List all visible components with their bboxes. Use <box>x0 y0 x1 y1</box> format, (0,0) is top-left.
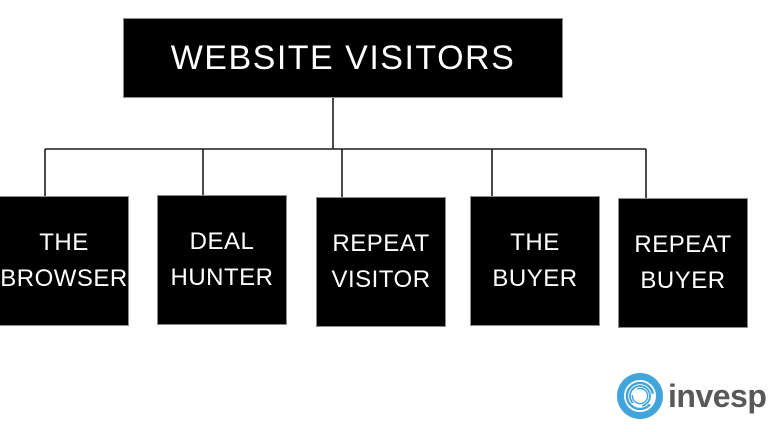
child-node-label-line: HUNTER <box>170 264 274 291</box>
child-node-repeat-buyer: REPEAT BUYER <box>618 198 748 328</box>
child-node-label-line: BUYER <box>640 267 726 294</box>
child-node-label-line: BUYER <box>492 265 578 292</box>
child-node-label-line: THE <box>39 229 89 256</box>
child-node-label-line: BROWSER <box>0 265 128 292</box>
root-node-label: WEBSITE VISITORS <box>170 38 516 77</box>
child-node-repeat-visitor: REPEAT VISITOR <box>316 197 446 327</box>
child-node-the-buyer: THE BUYER <box>470 196 600 326</box>
invesp-logo: invesp <box>616 372 767 420</box>
child-node-label-line: THE <box>510 229 560 256</box>
child-node-deal-hunter: DEAL HUNTER <box>157 195 287 325</box>
child-node-label-line: REPEAT <box>634 231 732 258</box>
child-node-label-line: VISITOR <box>331 266 431 293</box>
swirl-circle-icon <box>617 373 663 419</box>
child-node-the-browser: THE BROWSER <box>0 196 129 326</box>
invesp-logo-text: invesp <box>668 378 767 414</box>
child-node-label-line: REPEAT <box>332 230 430 257</box>
root-node-website-visitors: WEBSITE VISITORS <box>123 18 563 98</box>
child-node-label-line: DEAL <box>189 228 255 255</box>
